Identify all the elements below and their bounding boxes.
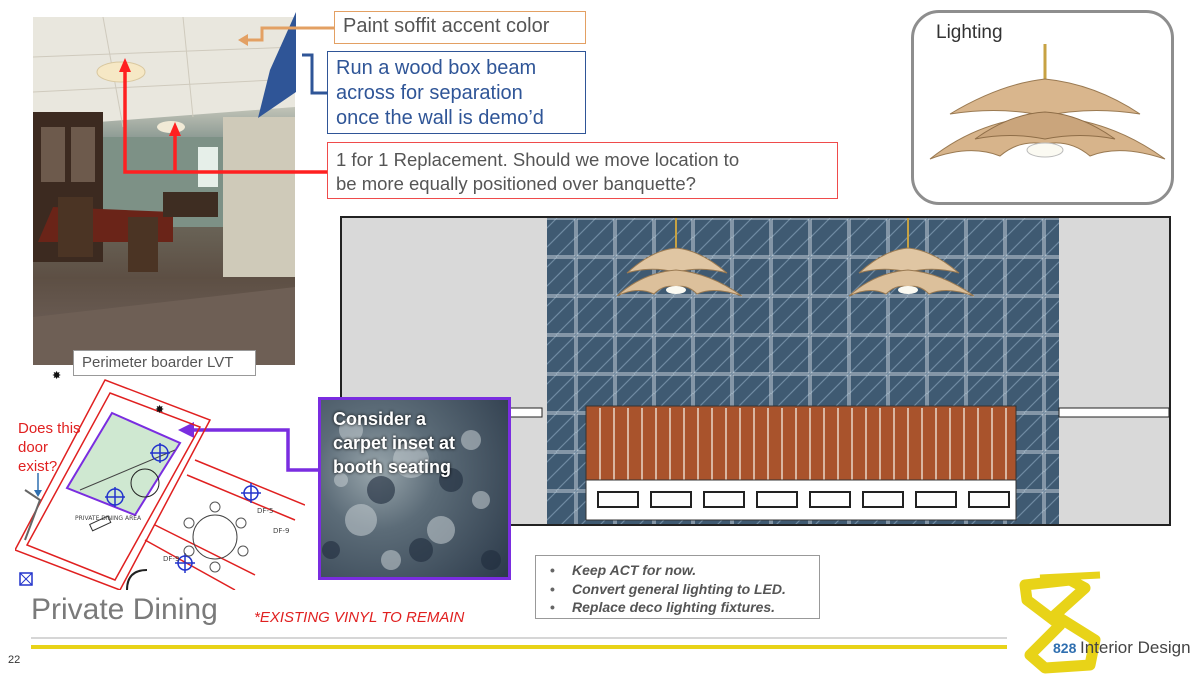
door-question-line: door [18, 439, 49, 456]
beam-callout: Run a wood box beam across for separatio… [327, 51, 586, 134]
page-number: 22 [8, 654, 21, 666]
beam-callout-line: across for separation [336, 82, 523, 104]
page-title: Private Dining [31, 593, 218, 626]
carpet-arrow [190, 428, 318, 472]
note-item: Replace deco lighting fixtures. [550, 598, 811, 617]
soffit-arrow [244, 26, 334, 42]
replacement-arrowhead-1 [119, 58, 131, 72]
divider [31, 637, 1007, 639]
soffit-callout-text: Paint soffit accent color [343, 15, 550, 37]
brand-number: 828 [1053, 640, 1077, 656]
page-subtitle: *EXISTING VINYL TO REMAIN [254, 609, 465, 626]
replacement-callout: 1 for 1 Replacement. Should we move loca… [327, 142, 838, 199]
dining-room-photo-drawing [33, 17, 295, 365]
dining-room-photo [33, 17, 295, 365]
perimeter-callout: Perimeter boarder LVT [73, 350, 256, 376]
north-arrow-icon: ✸ [155, 404, 164, 416]
north-arrow-icon: ✸ [52, 370, 61, 382]
carpet-callout-line: carpet inset at [333, 433, 456, 453]
door-question-line: Does this [18, 420, 81, 437]
pendant-right [848, 218, 975, 297]
replacement-arrow [123, 68, 327, 174]
plan-tag: DF-5 [257, 507, 273, 515]
plan-tag: DF-9 [273, 527, 289, 535]
soffit-accent-strip [258, 12, 296, 118]
plan-room-label: PRIVATE DINING AREA [75, 515, 142, 522]
beam-arrow [302, 53, 327, 95]
note-item: Keep ACT for now. [550, 561, 811, 580]
carpet-callout-line: Consider a [333, 409, 427, 429]
door-question: Does this door exist? [18, 419, 88, 476]
lighting-label: Lighting [936, 22, 1003, 43]
plan-light-symbols [105, 443, 261, 573]
plan-tag: DF-9 [163, 555, 179, 563]
carpet-arrowhead [178, 422, 194, 438]
note-item: Convert general lighting to LED. [550, 580, 811, 599]
pendant-left [616, 218, 743, 297]
plan-banquette-zone [65, 411, 182, 517]
notes-box: Keep ACT for now. Convert general lighti… [535, 555, 820, 619]
carpet-callout-line: booth seating [333, 457, 451, 477]
booth-elevation-drawing [342, 218, 1169, 524]
soffit-callout: Paint soffit accent color [334, 11, 586, 44]
replacement-callout-line: 1 for 1 Replacement. Should we move loca… [336, 149, 740, 170]
beam-callout-line: once the wall is demo’d [336, 107, 544, 129]
soffit-arrowhead [238, 34, 248, 46]
brand-logo-mark [1019, 571, 1101, 674]
brand-name: Interior Design [1080, 638, 1191, 657]
carpet-texture [322, 418, 501, 570]
replacement-callout-line: be more equally positioned over banquett… [336, 173, 696, 194]
lighting-panel [911, 10, 1174, 205]
replacement-arrowhead-2 [169, 122, 181, 136]
pendant-light-image [929, 44, 1166, 160]
floor-plan: PRIVATE DINING AREA DF-5 DF-9 DF-9 ✸ ✸ [15, 370, 305, 590]
divider-accent [31, 645, 1007, 649]
perimeter-callout-text: Perimeter boarder LVT [82, 354, 234, 371]
beam-callout-line: Run a wood box beam [336, 57, 537, 79]
carpet-sample [318, 397, 511, 580]
carpet-callout: Consider a carpet inset at booth seating [333, 407, 503, 479]
door-question-line: exist? [18, 458, 58, 475]
